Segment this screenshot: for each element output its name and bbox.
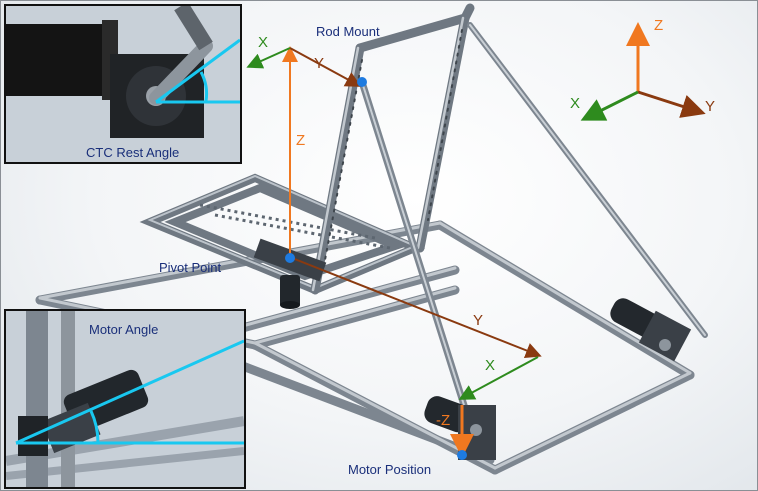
- motor-angle-drawing: [6, 311, 244, 487]
- rod-mount-x-label: X: [258, 34, 269, 51]
- pivot-point-marker: [285, 253, 295, 263]
- bottom-motor: [424, 396, 496, 460]
- support-rods: [358, 22, 708, 444]
- pivot-y-label: Y: [473, 312, 484, 329]
- global-z-label: Z: [654, 17, 664, 34]
- pivot-x-label: X: [485, 357, 496, 374]
- pivot-point-label: Pivot Point: [159, 260, 222, 275]
- motor-position-label: Motor Position: [348, 462, 432, 477]
- rod-mount-z-label: Z: [296, 132, 306, 149]
- pivot-axes: [291, 257, 542, 400]
- ctc-rest-angle-label: CTC Rest Angle: [86, 145, 180, 160]
- right-motor: [610, 298, 692, 362]
- global-y-label: Y: [705, 98, 716, 115]
- rod-mount-label: Rod Mount: [316, 24, 380, 39]
- rod-mount-marker: [357, 77, 367, 87]
- ctc-rest-angle-inset: CTC Rest Angle: [4, 4, 242, 164]
- motor-angle-label: Motor Angle: [89, 322, 159, 337]
- global-x-label: X: [570, 95, 581, 112]
- rod-mount-y-label: Y: [314, 55, 325, 72]
- vertical-frame: [310, 3, 475, 295]
- motor-angle-inset: Motor Angle: [4, 309, 246, 489]
- motor-neg-z-label: -Z: [436, 412, 451, 429]
- motor-position-marker: [457, 450, 467, 460]
- rod-mount-axes: [246, 46, 362, 260]
- global-axis-triad: [580, 22, 706, 121]
- ctc-rest-angle-drawing: [6, 6, 240, 162]
